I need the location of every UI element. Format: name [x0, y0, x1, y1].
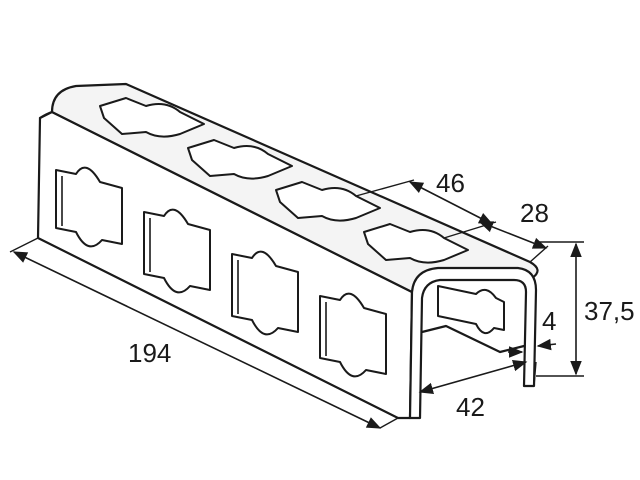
channel-top-edge: [38, 110, 54, 120]
inner-hole: [437, 285, 505, 335]
dim-hole-pitch-line: [408, 181, 494, 225]
top-hole-1: [99, 97, 205, 138]
dim-length-line: [12, 251, 382, 429]
dim-hole-pitch: 46: [355, 168, 497, 239]
top-hole-4: [363, 223, 469, 264]
channel-inner-flange: [420, 324, 526, 354]
dim-top-width: 28: [478, 198, 549, 263]
dim-length-label: 194: [128, 338, 171, 368]
top-hole-3: [275, 181, 381, 222]
dim-bottom-width-line: [418, 359, 528, 395]
dim-wall-thickness-label: 4: [542, 306, 556, 336]
top-hole-2: [187, 139, 293, 180]
dim-wall-thickness: 4: [508, 306, 557, 358]
dim-height: 37,5: [536, 241, 635, 377]
dim-length: 194: [9, 237, 399, 429]
side-hole-1: [55, 166, 123, 248]
dim-top-width-label: 28: [520, 198, 549, 228]
dim-wall-thickness-arrow-right: [536, 338, 557, 351]
dim-bottom-width: 42: [418, 359, 537, 422]
top-holes: [99, 97, 469, 264]
dim-top-width-line: [478, 221, 548, 249]
dim-bottom-width-label: 42: [456, 392, 485, 422]
dim-height-label: 37,5: [584, 296, 635, 326]
dim-hole-pitch-label: 46: [436, 168, 465, 198]
